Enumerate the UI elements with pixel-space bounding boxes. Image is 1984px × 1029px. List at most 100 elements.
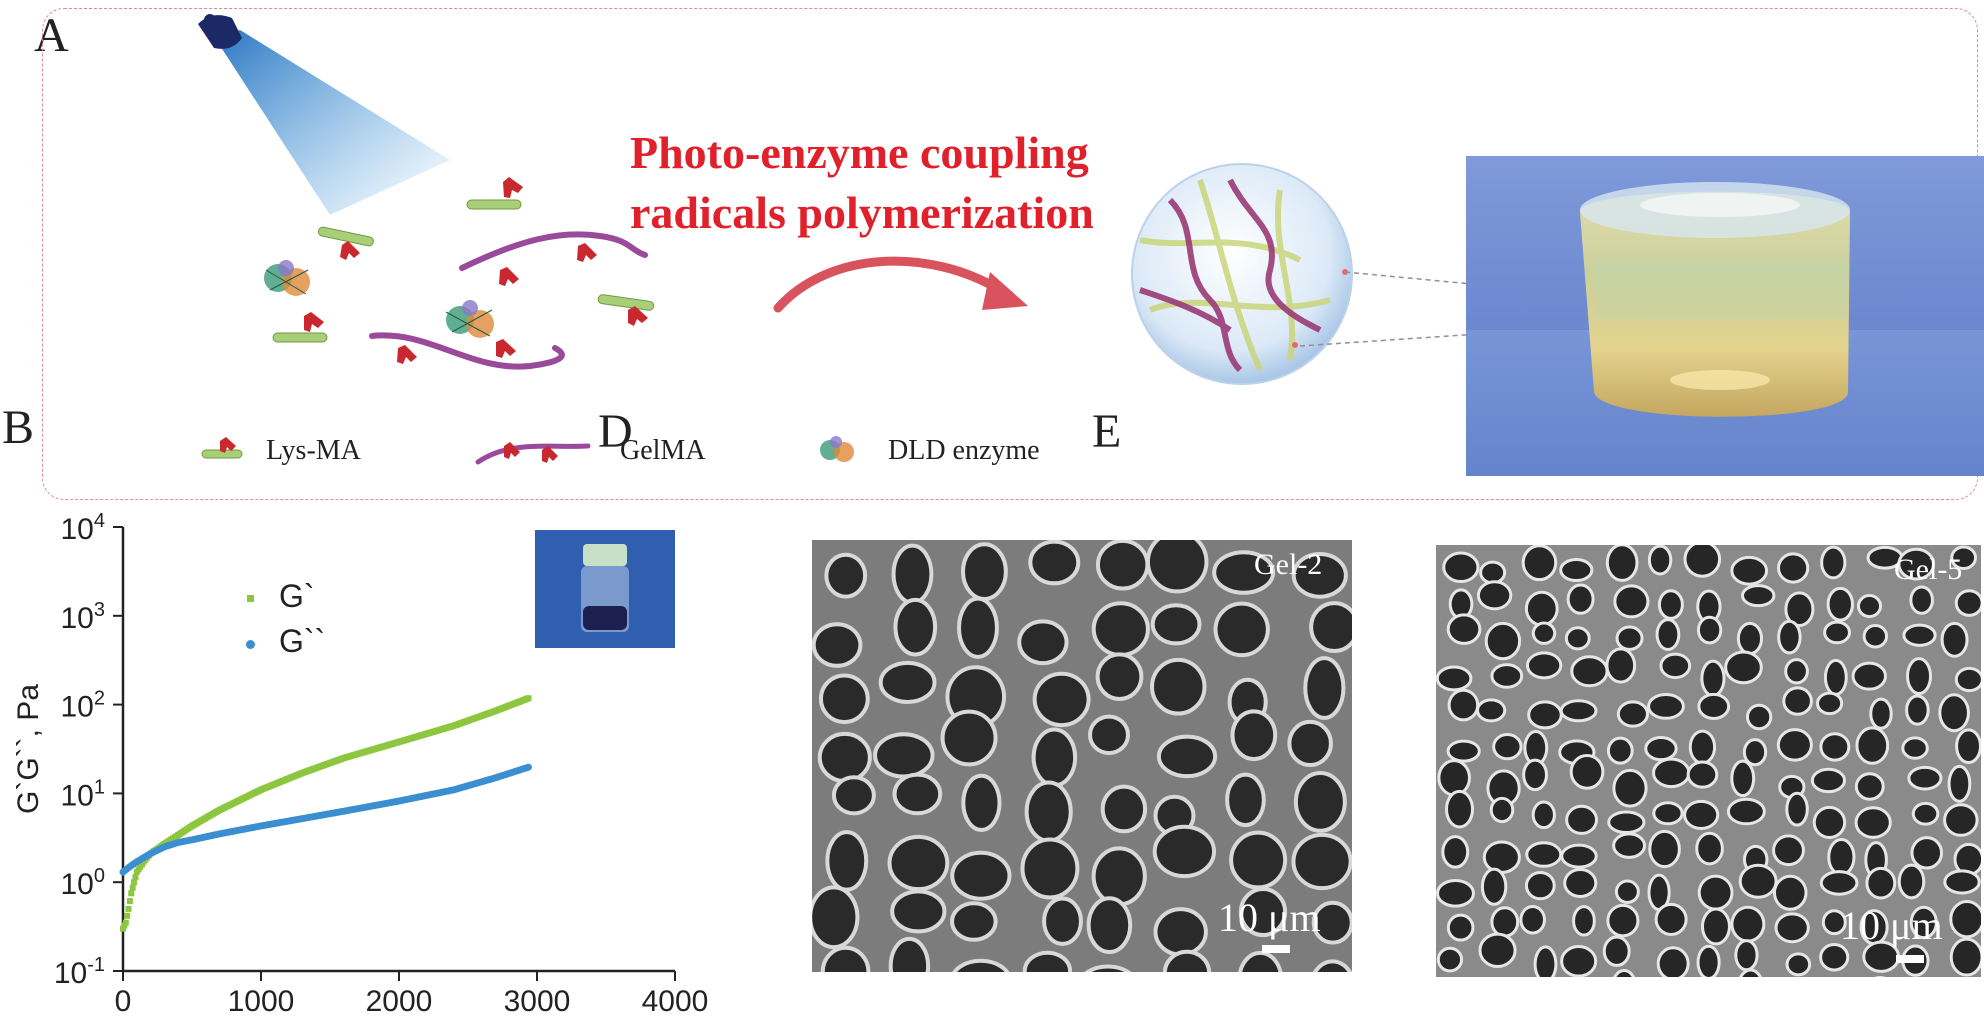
sem-pore: [1905, 694, 1930, 726]
sem-pore: [1647, 545, 1673, 576]
g-prime-point: [525, 695, 532, 702]
sem-pore: [891, 543, 934, 605]
sem-pore: [1739, 968, 1763, 977]
sem-pore: [1697, 692, 1731, 721]
g-double-prime-point: [524, 763, 532, 771]
sem-pore: [1570, 655, 1609, 688]
legend-label-gelma: GelMA: [620, 435, 706, 466]
sem-pore: [1606, 903, 1640, 938]
sem-pore: [1605, 545, 1639, 582]
sem-pore: [1614, 879, 1640, 904]
sem-pore: [1020, 837, 1080, 900]
sem-pore: [1901, 736, 1929, 760]
sem-pore: [1437, 759, 1471, 797]
sem-pore: [1724, 650, 1763, 685]
sem-pore: [1559, 699, 1598, 723]
sem-pore: [1042, 896, 1083, 946]
sem-pore: [1695, 831, 1724, 866]
sem-pore: [1479, 560, 1507, 585]
sem-pore: [1150, 603, 1202, 646]
network-sphere: [1131, 163, 1353, 385]
sem-pore: [1560, 843, 1598, 869]
sem-pore: [1017, 619, 1069, 666]
sem-pore: [1602, 935, 1631, 967]
sem-pore: [1776, 728, 1813, 762]
series-g-double-prime: [119, 763, 532, 876]
sem-pore: [1478, 932, 1517, 969]
g-prime-point: [132, 874, 139, 881]
sem-pore: [1525, 651, 1563, 680]
sem-pore: [1906, 657, 1933, 696]
chart-legend-marker-g-double-prime: [246, 640, 255, 649]
sem-pore: [1091, 846, 1147, 907]
sem-pore: [1613, 584, 1650, 619]
sem-pore: [1938, 693, 1970, 733]
sem-pore: [825, 830, 869, 892]
sem-pore: [1823, 658, 1848, 696]
panel-label-b: B: [2, 401, 35, 454]
sem-pore: [1656, 946, 1690, 977]
sem-pore: [1819, 943, 1850, 972]
g-prime-point: [122, 919, 129, 926]
sem-pore: [1022, 950, 1073, 972]
sem-pore: [1446, 739, 1481, 763]
sem-pore: [1616, 700, 1649, 728]
y-tick-label: 101: [61, 776, 106, 812]
sem-image-gel-5: [1436, 545, 1981, 977]
sem-pore: [1572, 905, 1596, 937]
sem-pore: [1647, 693, 1685, 720]
g-prime-point: [128, 890, 135, 897]
sem-pore: [1152, 824, 1217, 879]
sem-pore: [1644, 735, 1678, 762]
y-tick-label: 104: [61, 510, 106, 546]
sem-pore: [1902, 623, 1937, 647]
sem-pore: [1865, 866, 1897, 900]
sem-pore: [1084, 964, 1132, 972]
sem-pore: [1559, 558, 1594, 583]
sem-pore: [1476, 698, 1507, 723]
sem-pore: [1827, 838, 1856, 877]
sem-pore: [1745, 703, 1773, 731]
sem-pore: [1955, 728, 1981, 765]
sem-label-gel-2: Gel-2: [1254, 548, 1323, 581]
sem-pore: [1949, 899, 1981, 939]
sem-pore: [1742, 738, 1768, 767]
sem-pore: [1683, 545, 1722, 578]
x-tick-label: 1000: [228, 985, 295, 1018]
sem-pore: [1819, 732, 1851, 762]
sem-pore: [1696, 944, 1721, 977]
y-tick-label: 102: [61, 688, 106, 724]
g-prime-point: [131, 879, 138, 886]
sem-pore: [820, 945, 871, 972]
sem-pore: [1950, 545, 1978, 570]
sem-pore: [1441, 835, 1470, 869]
sem-pore: [890, 889, 947, 934]
sem-pore: [1095, 652, 1144, 701]
g-prime-point: [126, 898, 133, 905]
schematic-headline-line1: Photo-enzyme coupling: [630, 127, 1089, 178]
sem-pore: [1480, 867, 1508, 906]
legend-lys-ma-icon: [201, 437, 243, 459]
sem-pore: [824, 552, 868, 599]
sem-pore: [1736, 621, 1764, 656]
sem-pore: [1652, 757, 1691, 789]
sem-pore: [1156, 734, 1218, 779]
sem-pore: [1606, 736, 1634, 765]
sem-pore: [1943, 803, 1979, 837]
sem-pore: [1293, 770, 1347, 833]
sem-pore: [1088, 714, 1130, 756]
sem-pore: [887, 834, 950, 892]
sem-pore: [1784, 658, 1809, 685]
sem-pore: [1291, 832, 1352, 891]
sem-pore: [1784, 591, 1815, 627]
sem-pore: [1696, 615, 1723, 645]
sem-pore: [1909, 905, 1938, 940]
sem-pore: [1855, 726, 1890, 765]
sem-pore: [1153, 907, 1208, 957]
sem-pore: [1774, 912, 1810, 944]
sem-pore: [1911, 801, 1940, 826]
schematic-headline-line2: radicals polymerization: [630, 187, 1094, 238]
sem-pore: [1489, 796, 1515, 824]
sem-pore: [1091, 601, 1150, 657]
sem-pore: [1484, 621, 1522, 661]
